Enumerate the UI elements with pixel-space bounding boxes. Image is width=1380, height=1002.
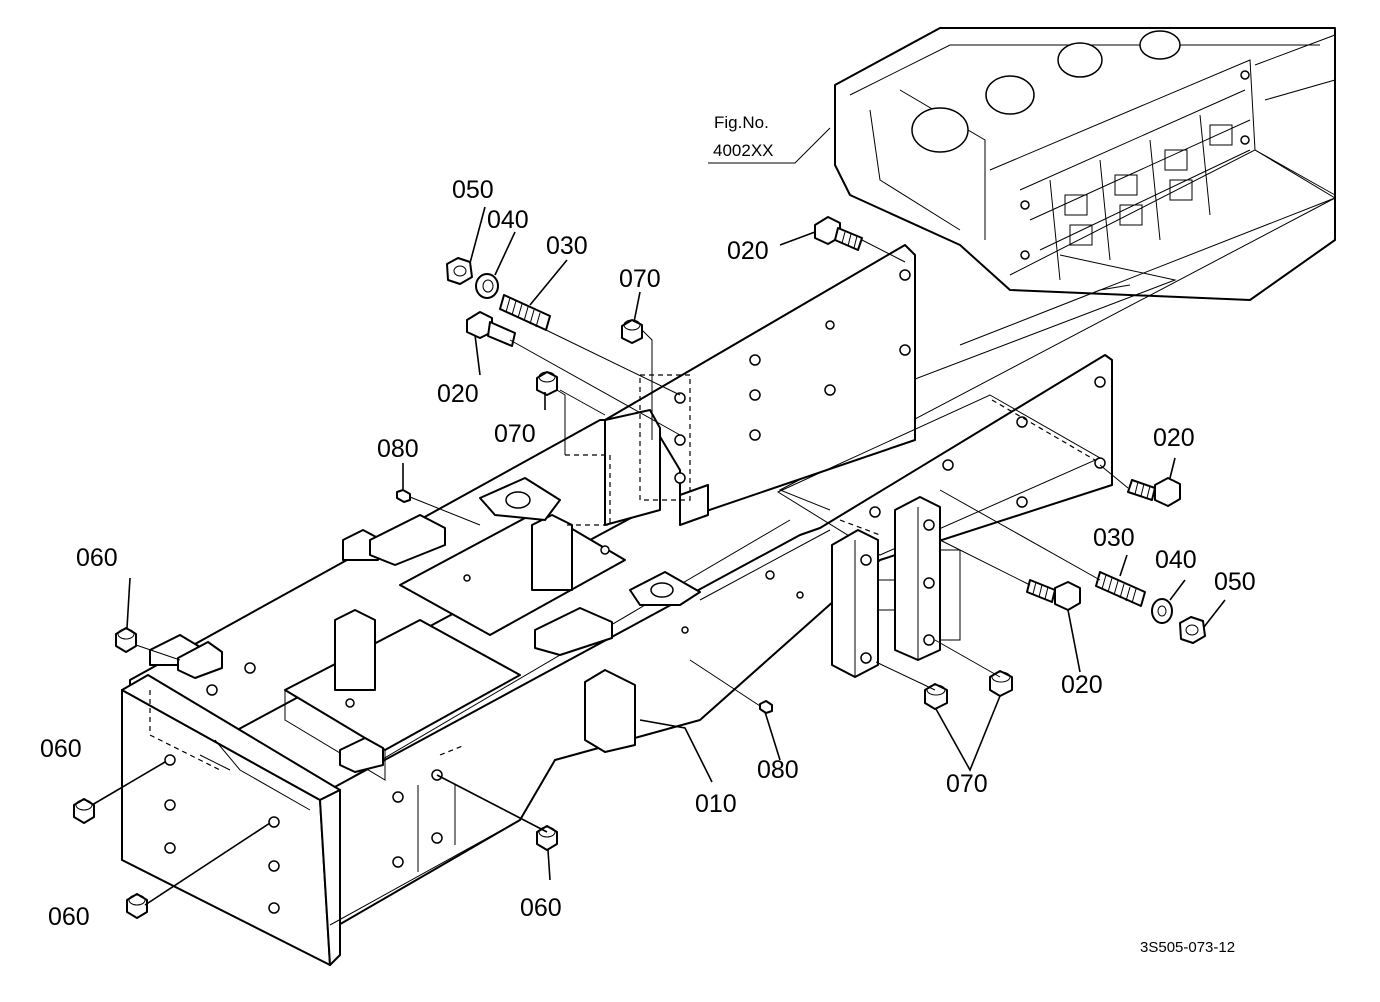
callout-070-lower: 070 — [946, 770, 988, 798]
pin-080-upper — [396, 489, 411, 503]
callout-060-a: 060 — [76, 544, 118, 572]
callout-030-right: 030 — [1093, 524, 1135, 552]
dowel-070-lower-a — [924, 683, 948, 710]
alignment-line — [859, 254, 1177, 401]
callout-060-d: 060 — [520, 894, 562, 922]
callout-050-upper: 050 — [452, 176, 494, 204]
callout-020-left: 020 — [437, 380, 479, 408]
bolt-020-right-upper — [1127, 479, 1156, 501]
pin-080-lower — [759, 700, 773, 714]
spacer-blocks — [831, 496, 961, 678]
callout-080-upper: 080 — [377, 435, 419, 463]
dowel-070-lower-b — [989, 670, 1013, 697]
nut-050-left — [446, 257, 473, 285]
front-frame-010 — [121, 244, 1113, 966]
dowel-070-mid — [536, 371, 558, 396]
drawing-code: 3S505-073-12 — [1140, 939, 1235, 956]
alignment-line — [959, 149, 1337, 346]
cap-060-a — [115, 627, 137, 653]
callout-070-upper: 070 — [619, 265, 661, 293]
callout-020-right-upper: 020 — [1153, 424, 1195, 452]
stud-030-right — [1095, 571, 1146, 607]
alignment-line — [778, 197, 1336, 511]
stud-030-left — [499, 294, 551, 331]
cap-060-c — [126, 893, 148, 919]
callout-030-upper: 030 — [546, 232, 588, 260]
figure-reference-line1: Fig.No. — [714, 113, 769, 132]
callout-010: 010 — [695, 790, 737, 818]
cap-060-d — [536, 825, 558, 851]
callout-020-right-lower: 020 — [1061, 671, 1103, 699]
callout-080-lower: 080 — [757, 756, 799, 784]
callout-070-mid: 070 — [494, 420, 536, 448]
nut-050-right — [1179, 616, 1206, 644]
callout-060-c: 060 — [48, 903, 90, 931]
callout-040-upper: 040 — [487, 206, 529, 234]
figure-reference: Fig.No. 4002XX — [708, 113, 831, 164]
dowel-070-upper — [621, 319, 643, 344]
callout-labels: 050 040 030 070 020 020 070 080 060 060 … — [40, 176, 1256, 931]
figure-reference-line2: 4002XX — [713, 141, 774, 160]
callout-050-right: 050 — [1214, 568, 1256, 596]
callout-060-b: 060 — [40, 735, 82, 763]
callout-020-top: 020 — [727, 237, 769, 265]
engine-block — [834, 27, 1336, 301]
cap-060-b — [73, 798, 95, 824]
callout-040-right: 040 — [1155, 546, 1197, 574]
washer-040-right — [1151, 598, 1173, 624]
washer-040-left — [475, 273, 499, 299]
leader-lines — [91, 206, 1226, 906]
mount-outline — [776, 394, 1102, 556]
